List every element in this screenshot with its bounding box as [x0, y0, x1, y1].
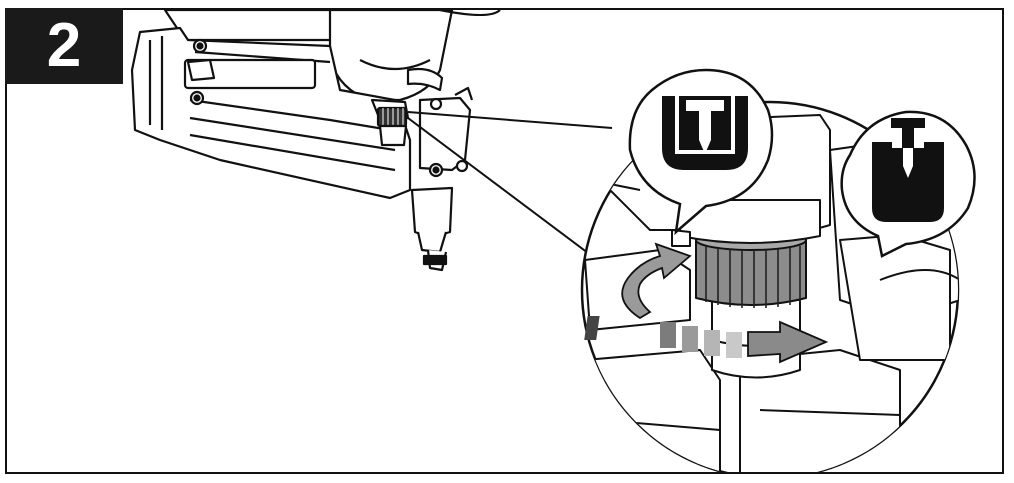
zoom-leader-lines	[407, 111, 613, 263]
countersunk-nail-depth-icon	[872, 118, 944, 222]
callout-countersink-depth	[840, 110, 976, 258]
step-number-badge: 2	[5, 8, 123, 84]
flush-nail-depth-icon	[662, 96, 748, 170]
nailer-tool	[130, 10, 501, 272]
callout-flush-depth	[628, 68, 774, 236]
rotation-arrow-up	[621, 242, 692, 320]
rotation-arrow-down	[584, 316, 829, 364]
step-number: 2	[46, 11, 82, 80]
